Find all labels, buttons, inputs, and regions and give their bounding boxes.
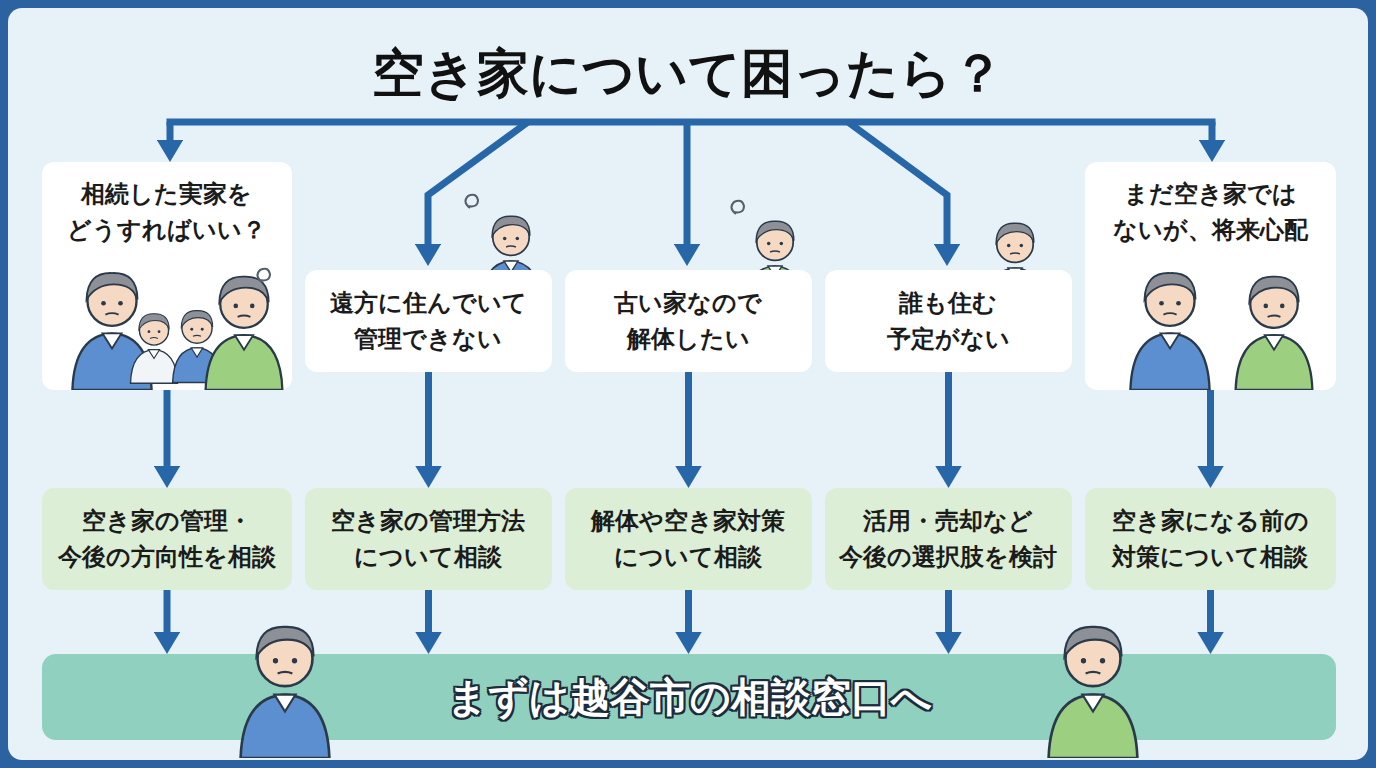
problem-box: 古い家なので 解体したい <box>565 270 812 372</box>
flow-arrow <box>685 372 692 466</box>
flow-arrow <box>164 590 171 632</box>
node-text: 古い家なので 解体したい <box>579 285 797 357</box>
node-text: 相続した実家を どうすればいい？ <box>58 176 276 248</box>
flow-arrow <box>945 590 952 632</box>
flow-arrow <box>425 590 432 632</box>
consult-box: 空き家の管理方法 について相談 <box>305 488 552 590</box>
node-text: まだ空き家では ないが、将来心配 <box>1101 176 1319 248</box>
flow-arrow <box>425 372 432 466</box>
consult-box: 解体や空き家対策 について相談 <box>565 488 812 590</box>
node-text: 解体や空き家対策 について相談 <box>579 503 797 575</box>
problem-box: 相続した実家を どうすればいい？ <box>42 162 292 390</box>
node-text: 遠方に住んでいて 管理できない <box>319 285 537 357</box>
flow-arrow <box>685 590 692 632</box>
flow-arrow <box>164 390 171 466</box>
destination-band: まずは越谷市の相談窓口へ <box>42 654 1336 740</box>
node-text: 誰も住む 予定がない <box>839 285 1057 357</box>
guide-people <box>241 627 1138 758</box>
node-text: 空き家になる前の 対策について相談 <box>1101 503 1319 575</box>
node-text: まずは越谷市の相談窓口へ <box>447 669 932 725</box>
problem-box: まだ空き家では ないが、将来心配 <box>1085 162 1336 390</box>
consult-box: 空き家の管理・ 今後の方向性を相談 <box>42 488 292 590</box>
flow-arrow <box>945 372 952 466</box>
problem-box: 誰も住む 予定がない <box>825 270 1072 372</box>
consult-box: 活用・売却など 今後の選択肢を検討 <box>825 488 1072 590</box>
flow-arrow <box>1207 390 1214 466</box>
consult-box: 空き家になる前の 対策について相談 <box>1085 488 1336 590</box>
top-arrows <box>167 122 1216 244</box>
family-people <box>72 269 282 390</box>
node-text: 活用・売却など 今後の選択肢を検討 <box>839 503 1057 575</box>
flow-arrow <box>1207 590 1214 632</box>
diagram-title: 空き家について困ったら？ <box>0 38 1376 108</box>
couple-people <box>1130 273 1312 390</box>
node-text: 空き家の管理方法 について相談 <box>319 503 537 575</box>
node-text: 空き家の管理・ 今後の方向性を相談 <box>58 503 276 575</box>
problem-box: 遠方に住んでいて 管理できない <box>305 270 552 372</box>
